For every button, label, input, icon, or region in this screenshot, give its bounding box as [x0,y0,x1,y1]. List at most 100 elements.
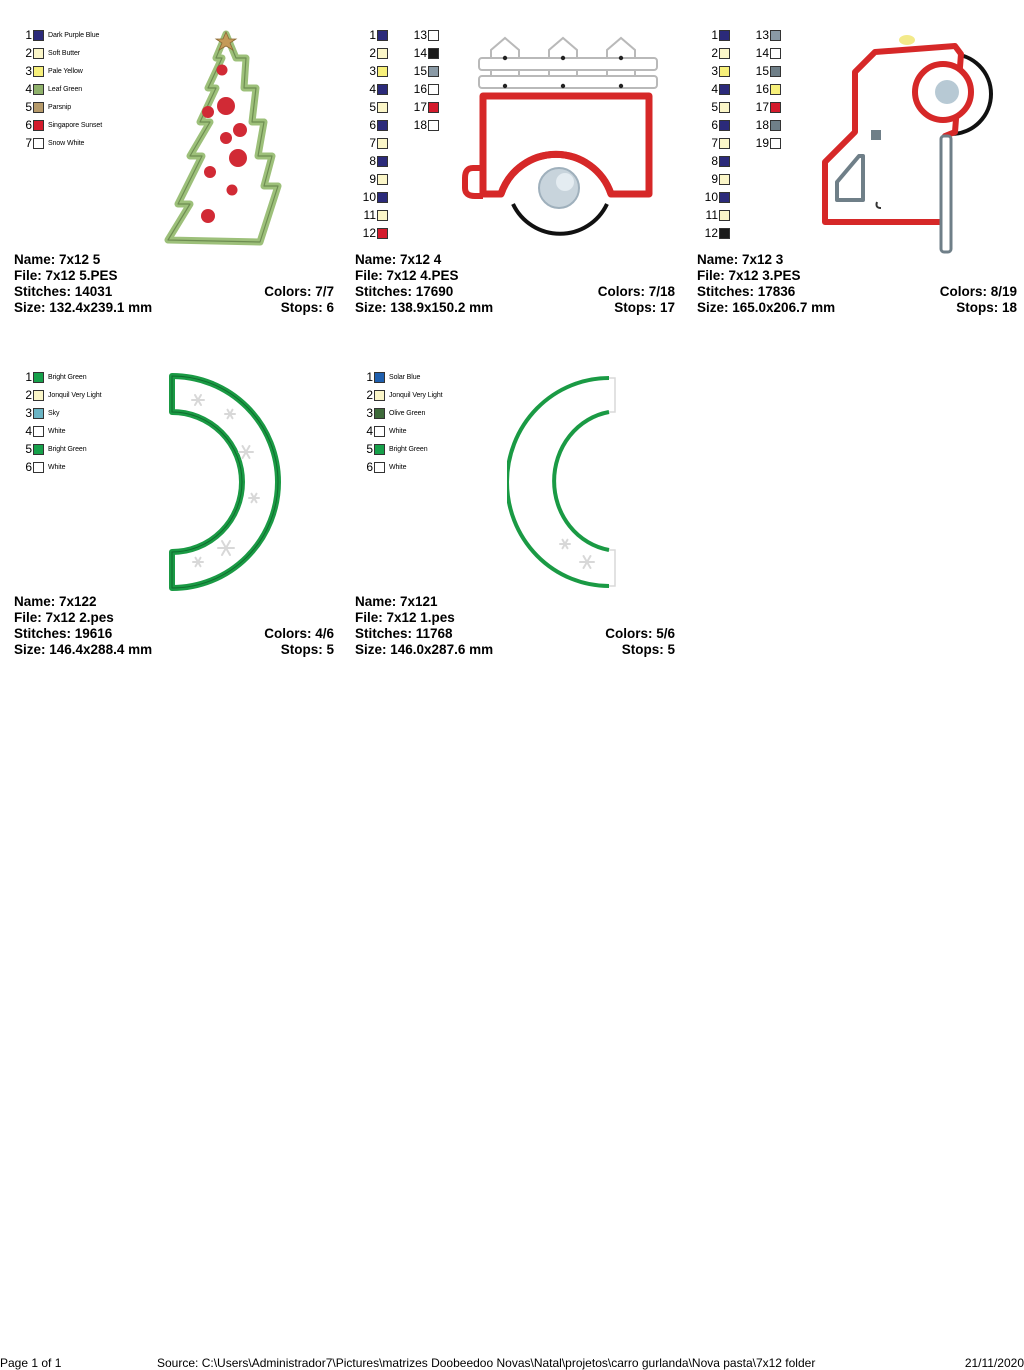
legend-row: 10 [361,188,388,206]
legend-row: 14 [753,44,781,62]
thread-number: 1 [369,28,376,42]
legend-row: 18 [411,116,439,134]
thread-color-swatch [770,47,781,59]
thread-number: 3 [369,64,376,78]
stitches-text: Stitches: 17836 [697,284,796,299]
legend-row: 17 [411,98,439,116]
name-text: Name: 7x12 3 [697,252,784,267]
info-line: File: 7x12 3.PES [697,268,1017,284]
legend-row: 5 [703,98,730,116]
colors-text: Colors: 7/18 [597,284,675,299]
thread-color-name: Bright Green [389,445,428,453]
thread-color-swatch [374,407,385,419]
thread-color-swatch [33,443,44,455]
thread-color-swatch [374,389,385,401]
thread-number: 16 [413,82,427,96]
thread-color-swatch [719,119,730,131]
thread-color-swatch [377,119,388,131]
thread-number: 15 [413,64,427,78]
legend-row: 4 [361,80,388,98]
thread-number: 16 [755,82,769,96]
legend-row: 7 [361,134,388,152]
thread-number: 4 [711,82,718,96]
source-path: Source: C:\Users\Administrador7\Pictures… [157,1356,816,1370]
thread-color-name: Olive Green [389,409,426,417]
thread-number: 6 [711,118,718,132]
info-line: File: 7x12 5.PES [14,268,334,284]
thread-number: 7 [369,136,376,150]
thread-color-swatch [719,47,730,59]
name-text: Name: 7x121 [355,594,438,609]
legend-row: 7 [703,134,730,152]
thread-number: 6 [25,118,32,132]
thread-color-swatch [377,137,388,149]
legend-row: 15 [411,62,439,80]
stops-text: Stops: 5 [621,642,675,657]
thread-number: 15 [755,64,769,78]
thread-color-swatch [33,407,44,419]
thread-number: 17 [755,100,769,114]
thread-color-name: White [48,463,66,471]
thread-color-name: Bright Green [48,373,87,381]
thread-number: 13 [413,28,427,42]
legend-row: 8 [361,152,388,170]
thread-color-swatch [33,389,44,401]
thread-number: 19 [755,136,769,150]
file-text: File: 7x12 3.PES [697,268,801,283]
thread-number: 13 [755,28,769,42]
thread-number: 5 [711,100,718,114]
thread-color-swatch [428,101,439,113]
name-text: Name: 7x122 [14,594,97,609]
info-line: Name: 7x12 3 [697,252,1017,268]
file-text: File: 7x12 4.PES [355,268,459,283]
colors-text: Colors: 5/6 [605,626,675,641]
stitches-text: Stitches: 11768 [355,626,453,641]
info-line: Name: 7x12 4 [355,252,675,268]
size-text: Size: 146.4x288.4 mm [14,642,153,657]
thread-number: 12 [704,226,718,240]
legend-row: 11 [361,206,388,224]
thread-color-name: White [48,427,66,435]
legend-row: 3 [361,62,388,80]
thread-number: 2 [366,388,373,402]
legend-row: 2 [361,44,388,62]
thread-color-name: Dark Purple Blue [48,31,100,39]
thread-number: 5 [369,100,376,114]
thread-color-swatch [377,173,388,185]
thread-color-swatch [377,101,388,113]
thread-color-name: Soft Butter [48,49,80,57]
thread-color-swatch [770,101,781,113]
thread-color-swatch [428,65,439,77]
thread-color-swatch [374,371,385,383]
thread-color-swatch [719,227,730,239]
info-line: Name: 7x121 [355,594,675,610]
legend-row: 12 [361,224,388,242]
legend-row: 9 [361,170,388,188]
legend-row: 19 [753,134,781,152]
legend-row: 1 [361,26,388,44]
thread-number: 4 [369,82,376,96]
legend-row: 10 [703,188,730,206]
stops-text: Stops: 17 [614,300,675,315]
stitches-text: Stitches: 17690 [355,284,454,299]
legend-row: 6 [361,116,388,134]
legend-row: 2 [703,44,730,62]
thread-color-name: Solar Blue [389,373,421,381]
thread-number: 5 [25,100,32,114]
thread-color-swatch [377,209,388,221]
thread-color-swatch [719,83,730,95]
design-preview-trailer [462,36,658,236]
stops-text: Stops: 6 [280,300,334,315]
thread-color-swatch [377,191,388,203]
